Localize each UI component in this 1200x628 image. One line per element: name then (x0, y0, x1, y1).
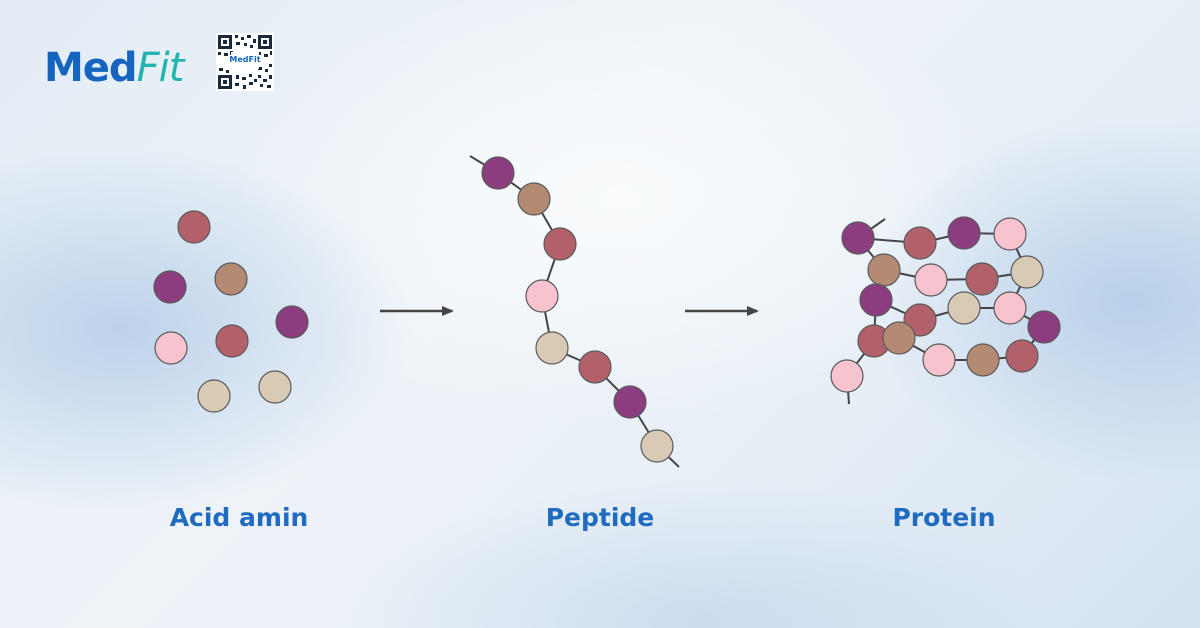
logo-wordmark: MedFit (44, 45, 185, 91)
logo-fit-text: Fit (136, 45, 185, 91)
peptide-bead (535, 331, 569, 365)
peptide-bead (640, 429, 674, 463)
peptide-bead (543, 227, 577, 261)
peptide-bead (517, 182, 551, 216)
protein-bead (903, 226, 937, 260)
protein-bead (947, 216, 981, 250)
protein-bead (882, 321, 916, 355)
protein-bead (947, 291, 981, 325)
label-peptide: Peptide (545, 503, 655, 532)
protein-bead (993, 217, 1027, 251)
peptide-bead (481, 156, 515, 190)
qr-code-icon: MedFit (216, 33, 274, 91)
protein-bead (922, 343, 956, 377)
protein-bead (914, 263, 948, 297)
peptide-bead (525, 279, 559, 313)
amino-acid-bead (153, 270, 187, 304)
protein-bead (966, 343, 1000, 377)
logo-med-text: Med (44, 45, 138, 91)
amino-acid-bead (177, 210, 211, 244)
peptide-bead (578, 350, 612, 384)
medfit-logo: MedFit (44, 45, 185, 91)
amino-acid-bead (154, 331, 188, 365)
amino-acid-bead (258, 370, 292, 404)
amino-acid-bead (197, 379, 231, 413)
amino-acid-bead (275, 305, 309, 339)
protein-bead (965, 262, 999, 296)
label-acid-amin: Acid amin (169, 503, 309, 532)
qr-caption: MedFit (229, 55, 261, 64)
protein-bead (867, 253, 901, 287)
protein-bead (1027, 310, 1061, 344)
protein-bead (859, 283, 893, 317)
protein-bead (1010, 255, 1044, 289)
protein-bead (1005, 339, 1039, 373)
amino-acid-bead (215, 324, 249, 358)
amino-acid-bead (214, 262, 248, 296)
peptide-bead (613, 385, 647, 419)
protein-bead (830, 359, 864, 393)
label-protein: Protein (892, 503, 996, 532)
protein-bead (841, 221, 875, 255)
protein-bead (993, 291, 1027, 325)
